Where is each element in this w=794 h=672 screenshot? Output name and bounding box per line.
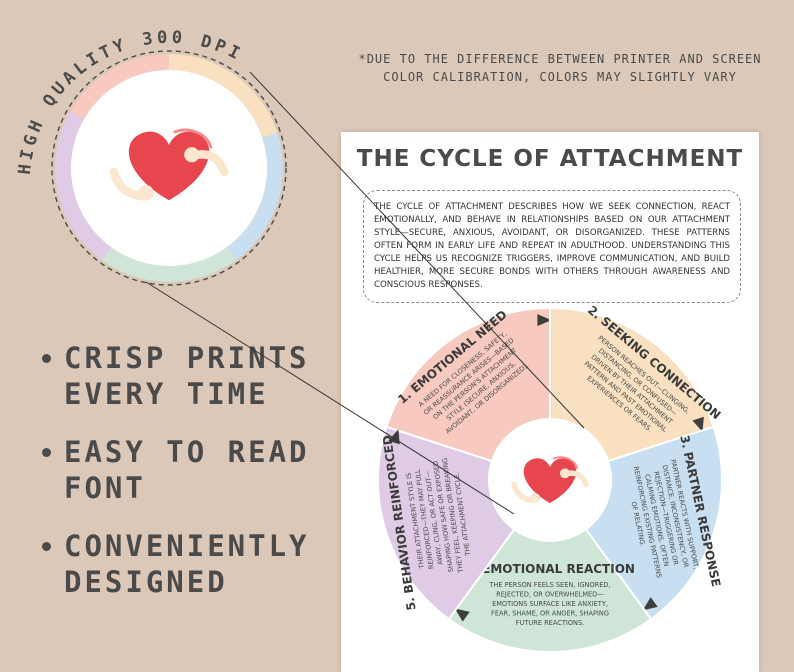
segment-body-line: FEAR, SHAME, OR ANGER, SHAPING (491, 610, 609, 618)
badge-dashed-ring (51, 50, 287, 286)
feature-item: EASY TO READ FONT (38, 434, 318, 506)
badge-ring-segment (226, 132, 283, 261)
segment-body-line: EMOTIONS SURFACE LIKE ANXIETY, (492, 600, 608, 608)
badge-ring-segment (55, 111, 112, 261)
segment-label-group: 4. EMOTIONAL REACTION THE PERSON FEELS SE… (465, 562, 635, 627)
disclaimer-line-2: COLOR CALIBRATION, COLORS MAY SLIGHTLY V… (383, 70, 737, 84)
feature-line: EASY TO READ (64, 435, 310, 469)
badge-color-ring (55, 54, 283, 282)
arrow-icon (692, 416, 704, 432)
disclaimer-line-1: *DUE TO THE DIFFERENCE BETWEEN PRINTER A… (358, 52, 762, 66)
magnifier-line (249, 71, 585, 429)
color-disclaimer: *DUE TO THE DIFFERENCE BETWEEN PRINTER A… (356, 50, 764, 86)
feature-item: CONVENIENTLY DESIGNED (38, 528, 318, 600)
feature-line: EVERY TIME (64, 377, 269, 411)
segment-title: 4. EMOTIONAL REACTION (465, 562, 635, 576)
feature-line: CONVENIENTLY (64, 529, 310, 563)
segment-body-line: THE PERSON FEELS SEEN, IGNORED, (488, 581, 610, 589)
arrow-icon (642, 597, 658, 611)
segment-body-line: FUTURE REACTIONS. (516, 619, 584, 627)
segment-body-line: REJECTED, OR OVERWHELMED— (496, 591, 604, 599)
arrow-icon (537, 314, 552, 327)
feature-line: DESIGNED (64, 565, 228, 599)
poster-description: The cycle of attachment describes how we… (363, 190, 741, 303)
feature-list: CRISP PRINTS EVERY TIME EASY TO READ FON… (38, 340, 318, 622)
magnifier-line (145, 281, 515, 515)
badge-ring-segment (101, 247, 237, 282)
poster-title: THE CYCLE OF ATTACHMENT (356, 146, 744, 172)
badge-ring-segment (168, 54, 278, 138)
feature-line: FONT (64, 471, 146, 505)
arrow-icon (454, 608, 470, 622)
badge-ring-segment (70, 54, 170, 120)
cycle-segment (447, 478, 653, 653)
